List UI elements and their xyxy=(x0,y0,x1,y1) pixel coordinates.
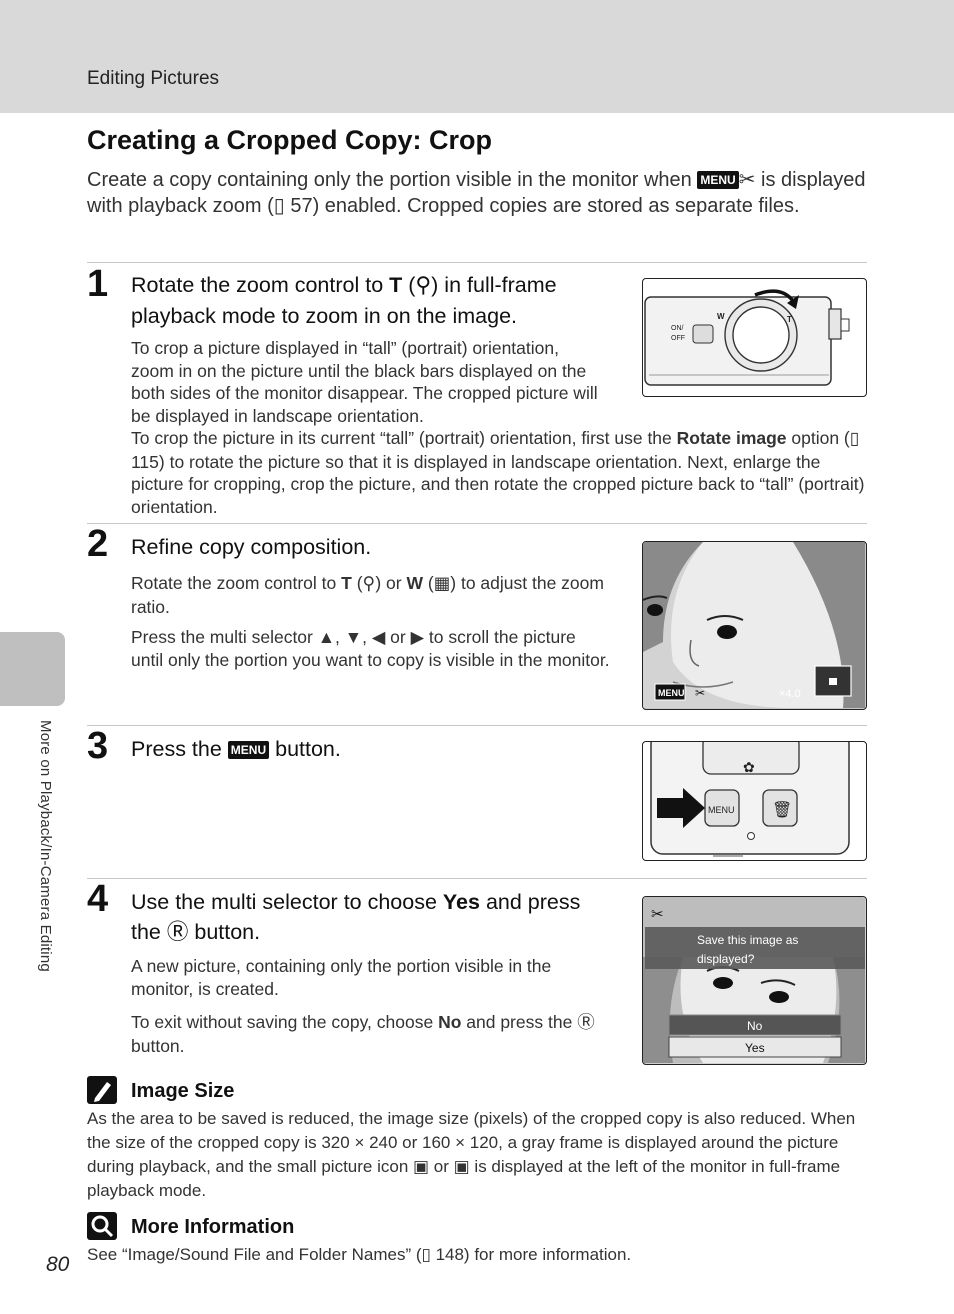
menu-button-label: MENU xyxy=(708,805,735,815)
step-body: Rotate the zoom control to T (⚲) or W (▦… xyxy=(131,572,611,618)
divider xyxy=(87,262,867,263)
page-title: Creating a Cropped Copy: Crop xyxy=(87,125,493,155)
thumbnail-icon: ▦ xyxy=(433,574,451,594)
step-body-text: To exit without saving the copy, choose xyxy=(131,1012,439,1032)
step-number: 2 xyxy=(87,523,109,565)
on-off-label: ON/ xyxy=(671,325,684,332)
zoom-control-illustration: ON/ OFF W T xyxy=(642,278,867,397)
option-yes[interactable]: Yes xyxy=(745,1041,765,1055)
chapter-label: More on Playback/In-Camera Editing xyxy=(37,720,54,972)
camera-top-drawing: ON/ OFF W T xyxy=(644,289,850,386)
section-label: Editing Pictures xyxy=(87,68,220,89)
step-title: Use the multi selector to choose Yes and… xyxy=(131,887,611,948)
chapter-tab xyxy=(0,632,65,706)
divider xyxy=(87,725,867,726)
scissors-icon: ✂ xyxy=(738,167,756,191)
menu-icon: MENU xyxy=(227,741,270,759)
intro-text-2: is displayed with playback zoom ( xyxy=(87,169,866,217)
camera-back-drawing: ✿ MENU 🗑 xyxy=(650,742,850,857)
dialog-message-line1: Save this image as xyxy=(697,933,798,947)
dialog-message-line2: displayed? xyxy=(697,952,755,966)
step-body-text: ( xyxy=(351,573,363,593)
step-body-text: Rotate the zoom control to xyxy=(131,573,342,593)
step-title: Rotate the zoom control to T (⚲) in full… xyxy=(131,270,621,331)
step-title-text: ) in full-frame playback mode to zoom in… xyxy=(131,273,557,328)
option-name: Rotate image xyxy=(676,428,787,448)
step-body-text: ( xyxy=(423,573,434,593)
step-body: To crop the picture in its current “tall… xyxy=(131,427,866,518)
ok-button-icon: Ⓡ xyxy=(577,1013,595,1033)
step-body: To exit without saving the copy, choose … xyxy=(131,1011,611,1057)
step-body-text: and press the xyxy=(461,1012,578,1032)
face-closeup-drawing: MENU ✂ ×4.0 xyxy=(643,542,865,708)
step-title: Refine copy composition. xyxy=(131,535,372,559)
delete-icon: 🗑 xyxy=(772,800,792,819)
book-reference-icon: ▯ xyxy=(273,193,285,217)
save-dialog-drawing: ✂ Save this image as displayed? No Yes xyxy=(643,897,865,1063)
book-reference-icon: ▯ xyxy=(849,429,860,449)
intro-paragraph: Create a copy containing only the portio… xyxy=(87,167,867,219)
zoom-ratio: ×4.0 xyxy=(779,688,801,700)
note-body: See “Image/Sound File and Folder Names” … xyxy=(87,1245,632,1264)
step-number: 4 xyxy=(87,878,109,920)
wide-label: W xyxy=(406,573,424,593)
tele-label: T xyxy=(389,273,403,297)
yes-option-label: Yes xyxy=(442,890,480,914)
macro-icon: ✿ xyxy=(743,760,755,776)
header-band xyxy=(0,0,954,113)
step-title-text: ( xyxy=(402,273,416,297)
menu-button-illustration: ✿ MENU 🗑 xyxy=(642,741,867,861)
menu-icon: MENU xyxy=(658,688,685,698)
note-title: Image Size xyxy=(131,1080,235,1102)
step-number: 1 xyxy=(87,263,109,305)
magnifier-note-icon xyxy=(87,1212,117,1240)
tele-label: T xyxy=(341,573,352,593)
page-number: 80 xyxy=(46,1253,70,1276)
scissors-icon: ✂ xyxy=(651,905,664,923)
step-body: Press the multi selector ▲, ▼, ◀ or ▶ to… xyxy=(131,627,610,670)
scissors-icon: ✂ xyxy=(695,686,705,700)
step-body: A new picture, containing only the porti… xyxy=(131,956,552,999)
step-title-text: Use the multi selector to choose xyxy=(131,890,443,914)
zoomed-playback-screen: MENU ✂ ×4.0 xyxy=(642,541,867,710)
save-confirmation-screen: ✂ Save this image as displayed? No Yes xyxy=(642,896,867,1065)
no-option-label: No xyxy=(438,1012,462,1032)
divider xyxy=(87,878,867,879)
magnify-icon: ⚲ xyxy=(362,574,376,594)
step-title-text: button. xyxy=(269,737,341,761)
step-body-text: To crop the picture in its current “tall… xyxy=(131,428,677,448)
note-body: As the area to be saved is reduced, the … xyxy=(87,1109,856,1200)
intro-text-3: 57) enabled. Cropped copies are stored a… xyxy=(284,195,800,217)
magnify-icon: ⚲ xyxy=(415,273,432,298)
divider xyxy=(87,523,867,524)
tele-label-fig: T xyxy=(787,315,792,324)
step-title-text: and press the xyxy=(131,890,581,944)
intro-text-1: Create a copy containing only the portio… xyxy=(87,169,698,191)
note-title: More Information xyxy=(131,1216,295,1238)
menu-icon: MENU xyxy=(697,171,739,189)
pencil-note-icon xyxy=(87,1076,117,1104)
step-number: 3 xyxy=(87,725,109,767)
step-title-text: Rotate the zoom control to xyxy=(131,273,390,297)
step-body-text: button. xyxy=(131,1035,185,1056)
step-body-text: 115) to rotate the picture so that it is… xyxy=(131,451,865,517)
wide-label: W xyxy=(717,312,725,321)
step-body: To crop a picture displayed in “tall” (p… xyxy=(131,338,598,426)
step-body-text: ) or xyxy=(375,573,407,593)
option-no[interactable]: No xyxy=(747,1019,763,1033)
step-title-text: button. xyxy=(188,920,261,944)
ok-button-icon: Ⓡ xyxy=(166,920,189,945)
step-body-text: option ( xyxy=(786,428,850,448)
on-off-label-2: OFF xyxy=(671,335,685,342)
step-body-text: ) to adjust the zoom ratio. xyxy=(131,573,604,617)
step-title: Press the MENU button. xyxy=(131,734,341,764)
step-title-text: Press the xyxy=(131,737,228,761)
